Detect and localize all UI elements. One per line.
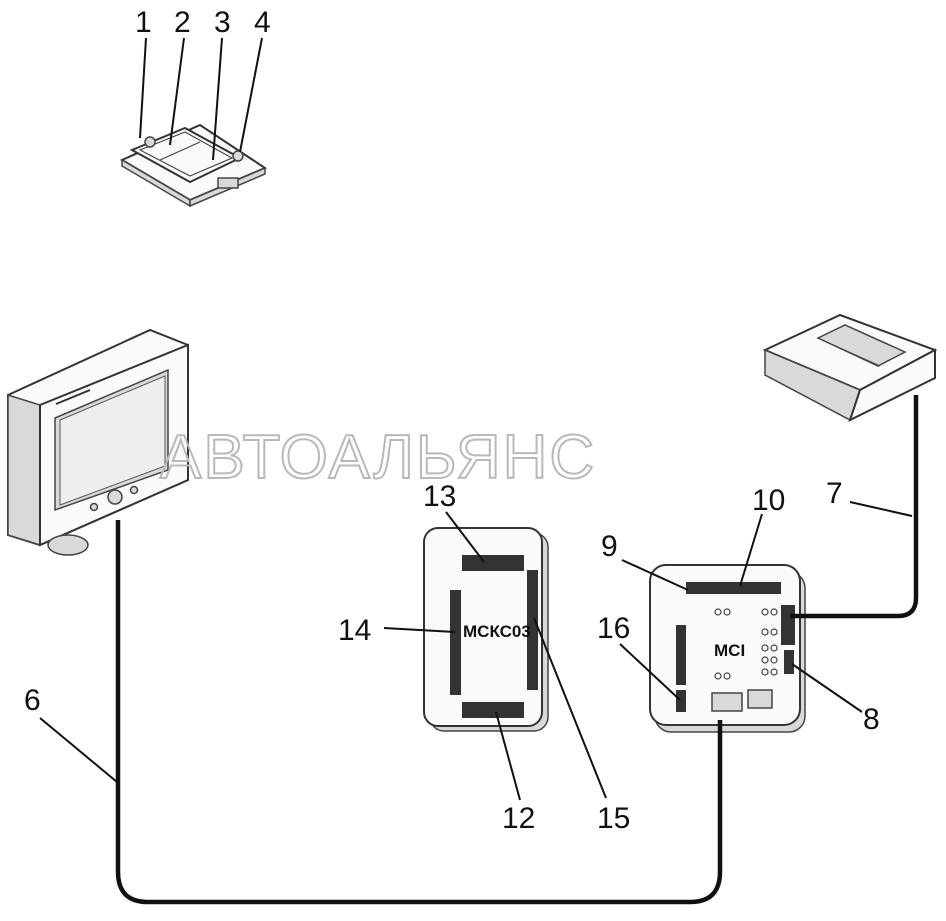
- callout-10: 10: [752, 484, 785, 517]
- mci-connector-top: [686, 582, 781, 594]
- connector-left: [450, 590, 461, 695]
- leader-14: [383, 627, 456, 633]
- callout-7: 7: [826, 477, 843, 510]
- leader-15: [533, 617, 607, 799]
- leader-3: [212, 37, 223, 161]
- mckc-label: МСКС03: [463, 622, 531, 641]
- leader-16: [619, 643, 681, 701]
- leader-9: [621, 559, 689, 591]
- callout-1: 1: [135, 6, 152, 39]
- callout-group-main: 6 7 8 9 10 12 13 14 15 16: [24, 477, 913, 835]
- callout-12: 12: [502, 802, 535, 835]
- printer: [762, 313, 938, 422]
- mci-connector-left: [676, 625, 686, 685]
- mci-connector-right-lower: [784, 650, 794, 674]
- watermark-text: АВТОАЛЬЯНС: [160, 423, 596, 492]
- mckc-module: МСКС03: [423, 527, 549, 732]
- mci-label: MCI: [714, 641, 745, 660]
- connector-right: [527, 570, 538, 690]
- leader-2: [169, 37, 185, 146]
- controller-unit: [119, 123, 268, 208]
- connector-top: [462, 555, 524, 571]
- leader-13: [445, 511, 485, 563]
- callout-9: 9: [601, 530, 618, 563]
- callout-13: 13: [423, 480, 456, 513]
- callout-2: 2: [174, 6, 191, 39]
- mci-port-bottom-a: [711, 692, 743, 712]
- monitor-knob-icon: [107, 489, 123, 505]
- callout-8: 8: [863, 703, 880, 736]
- cable-7: [790, 395, 919, 619]
- callout-group-top: 1 2 3 4: [135, 6, 271, 161]
- leader-4: [239, 37, 263, 153]
- leader-12: [495, 711, 521, 801]
- leader-1: [139, 37, 147, 139]
- leader-6: [39, 717, 118, 783]
- leader-7: [849, 501, 913, 517]
- leader-8: [791, 663, 863, 713]
- mci-port-bottom-b: [747, 689, 773, 709]
- cable-6: [115, 520, 723, 905]
- mci-connector-right-upper: [781, 605, 795, 645]
- callout-16: 16: [597, 612, 630, 645]
- callout-4: 4: [254, 6, 271, 39]
- leader-10: [739, 513, 763, 587]
- callout-3: 3: [214, 6, 231, 39]
- mci-module: MCI: [649, 564, 806, 733]
- callout-6: 6: [24, 684, 41, 717]
- callout-15: 15: [597, 802, 630, 835]
- monitor: [7, 328, 189, 556]
- connector-bottom: [462, 702, 524, 718]
- callout-14: 14: [338, 614, 371, 647]
